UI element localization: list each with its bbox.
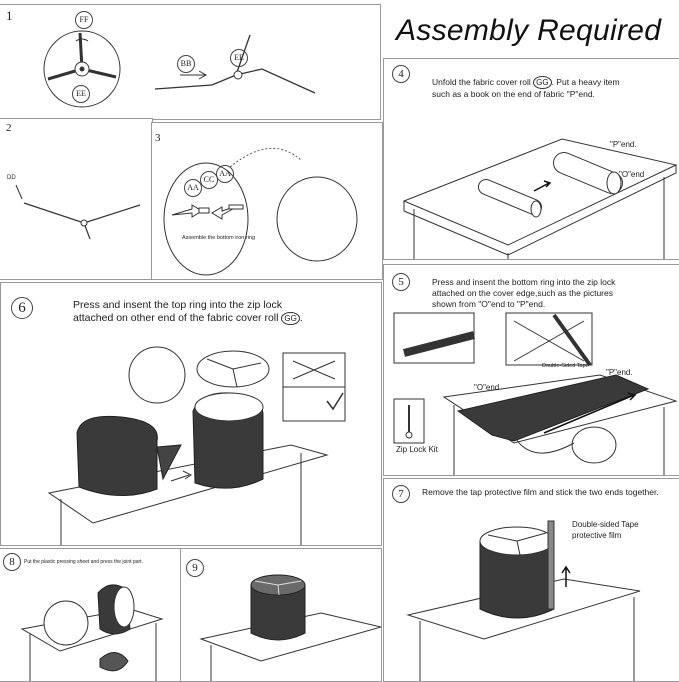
step-7-panel: 7 Remove the tap protective film and sti… [383, 478, 679, 682]
label-ee-2: EE [230, 49, 248, 67]
step-5-panel: 5 Press and insent the bottom ring into … [383, 264, 679, 476]
o-end-label: "O"end [619, 170, 645, 179]
label-dd: DD [7, 175, 16, 181]
step-6-text-3: . [299, 312, 303, 324]
step-4-panel: 4 Unfold the fabric cover roll GG. Put a… [383, 58, 679, 260]
step-4-text-a: Unfold the fabric cover roll [432, 77, 531, 87]
step-8-panel: 8 Put the plastic pressing sheet and pre… [0, 548, 181, 682]
step-3-illustration [163, 148, 358, 276]
step-4-illustration [402, 138, 678, 259]
p-end-label: "P"end. [610, 140, 637, 149]
step-2-illustration [0, 119, 141, 279]
step-9-illustration [199, 574, 381, 681]
page-title: Assembly Required [396, 14, 662, 47]
step-5-instructions: Press and insent the bottom ring into th… [432, 277, 677, 310]
label-aa: AA [184, 179, 202, 197]
step-number: 5 [392, 273, 410, 291]
step-6-panel: 6 Press and insent the top ring into the… [0, 282, 382, 546]
step-number: 9 [186, 559, 204, 577]
step-number: 6 [11, 297, 33, 319]
step-4-text-b: . Put a heavy item [551, 77, 620, 87]
step-6-text-1: Press and insent the top ring into the z… [73, 299, 282, 311]
step-5-illustration [393, 312, 678, 475]
label-ee: EE [72, 85, 90, 103]
double-sided-tape-label: Double-sided Tape [572, 520, 639, 529]
gg-badge: GG [281, 312, 300, 325]
p-end-label: "P"end. [606, 368, 633, 377]
double-sided-tape-label: Double-Sided Tape [542, 363, 589, 369]
label-ff: FF [75, 11, 93, 29]
o-end-label: "O"end [474, 383, 500, 392]
step-number: 1 [6, 8, 13, 23]
step-5-text-1: Press and insent the bottom ring into th… [432, 277, 616, 287]
step-8-instructions: Put the plastic pressing sheet and press… [24, 559, 143, 565]
step-3-caption: Assemble the bottom iron ring [182, 235, 256, 241]
step-1-panel: 1 FF EE BB EE [0, 4, 381, 120]
step-1-illustration [43, 30, 316, 108]
step-5-text-3: shown from "O"end to "P"end. [432, 299, 546, 309]
step-number: 2 [6, 122, 12, 134]
step-8-illustration [20, 584, 164, 681]
step-7-instructions: Remove the tap protective film and stick… [422, 487, 659, 497]
label-aa-2: AA [216, 165, 234, 183]
step-2-panel: 2 DD [0, 118, 153, 280]
step-number: 4 [392, 65, 410, 83]
step-9-panel: 9 [180, 548, 382, 682]
step-number: 7 [392, 485, 410, 503]
step-4-text-c: such as a book on the end of fabric "P"e… [432, 89, 595, 99]
step-4-instructions: Unfold the fabric cover roll GG. Put a h… [432, 76, 672, 100]
protective-film-label: protective film [572, 531, 622, 540]
step-number: 3 [155, 132, 161, 144]
step-3-panel: 3 AA CC AA Assemble the bottom iron ring [151, 122, 383, 280]
step-number: 8 [3, 553, 21, 571]
zip-lock-kit-label: Zip Lock Kit [396, 445, 438, 454]
step-7-illustration [406, 520, 641, 681]
step-6-instructions: Press and insent the top ring into the z… [73, 299, 373, 325]
step-6-text-2: attached on other end of the fabric cove… [73, 312, 279, 324]
label-bb: BB [177, 55, 195, 73]
step-5-text-2: attached on the cover edge,such as the p… [432, 288, 613, 298]
step-6-illustration [47, 346, 346, 545]
